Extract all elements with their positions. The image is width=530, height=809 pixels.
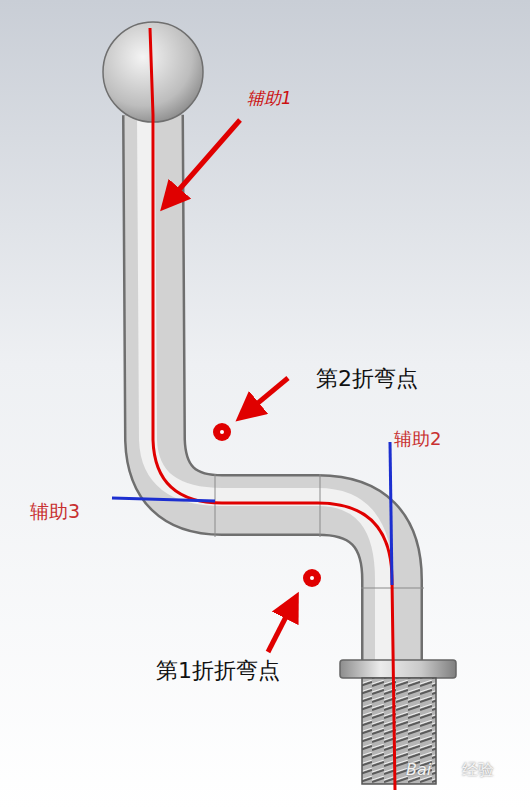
helper-label: 辅助2 <box>394 428 441 450</box>
bend-point-label: 第2折弯点 <box>316 366 418 392</box>
helper-label: 辅助1 <box>247 88 292 108</box>
bend-point-label: 第1折折弯点 <box>156 658 280 684</box>
watermark: Bai <box>406 760 431 779</box>
watermark: 经验 <box>462 760 494 779</box>
helper-label: 辅助3 <box>30 500 80 523</box>
